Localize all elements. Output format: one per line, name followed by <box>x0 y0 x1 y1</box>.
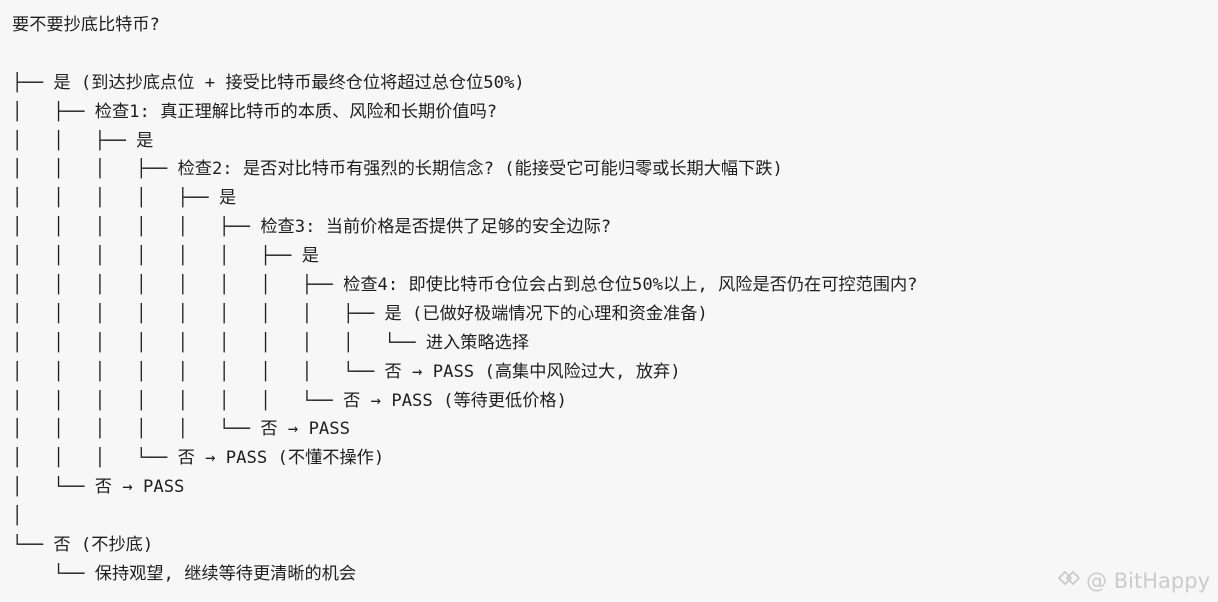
watermark: @ BitHappy <box>1056 568 1210 593</box>
tree-line: └── 保持观望, 继续等待更清晰的机会 <box>12 563 357 584</box>
tree-line: │ │ │ │ │ │ │ │ │ └── 进入策略选择 <box>12 332 530 353</box>
watermark-text: @ BitHappy <box>1086 568 1210 593</box>
tree-line: ├── 是 (到达抄底点位 + 接受比特币最终仓位将超过总仓位50%) <box>12 72 525 93</box>
bithappy-logo-icon <box>1056 568 1082 593</box>
tree-line: │ │ │ │ │ │ │ │ └── 否 → PASS (高集中风险过大, 放… <box>12 361 681 382</box>
tree-line: │ │ ├── 是 <box>12 130 154 151</box>
decision-tree-document: 要不要抄底比特币? ├── 是 (到达抄底点位 + 接受比特币最终仓位将超过总仓… <box>12 11 1218 589</box>
tree-line: │ <box>12 506 23 527</box>
tree-line: │ │ │ │ │ │ ├── 是 <box>12 246 319 267</box>
tree-line: │ │ │ │ ├── 是 <box>12 188 237 209</box>
tree-line: └── 否 (不抄底) <box>12 535 154 556</box>
decision-tree: ├── 是 (到达抄底点位 + 接受比特币最终仓位将超过总仓位50%) │ ├──… <box>12 69 1218 589</box>
tree-line: │ │ │ ├── 检查2: 是否对比特币有强烈的长期信念? (能接受它可能归零… <box>12 159 783 180</box>
spacer <box>12 40 1218 69</box>
tree-line: │ │ │ └── 否 → PASS (不懂不操作) <box>12 448 385 469</box>
tree-line: │ │ │ │ │ │ │ └── 否 → PASS (等待更低价格) <box>12 390 567 411</box>
tree-line: │ │ │ │ │ │ │ │ ├── 是 (已做好极端情况下的心理和资金准备) <box>12 303 708 324</box>
tree-line: │ ├── 检查1: 真正理解比特币的本质、风险和长期价值吗? <box>12 101 498 122</box>
tree-line: │ │ │ │ │ ├── 检查3: 当前价格是否提供了足够的安全边际? <box>12 217 612 238</box>
page-title: 要不要抄底比特币? <box>12 15 160 35</box>
tree-line: │ └── 否 → PASS <box>12 477 185 498</box>
tree-line: │ │ │ │ │ │ │ ├── 检查4: 即使比特币仓位会占到总仓位50%以… <box>12 275 918 296</box>
tree-line: │ │ │ │ │ └── 否 → PASS <box>12 419 350 440</box>
